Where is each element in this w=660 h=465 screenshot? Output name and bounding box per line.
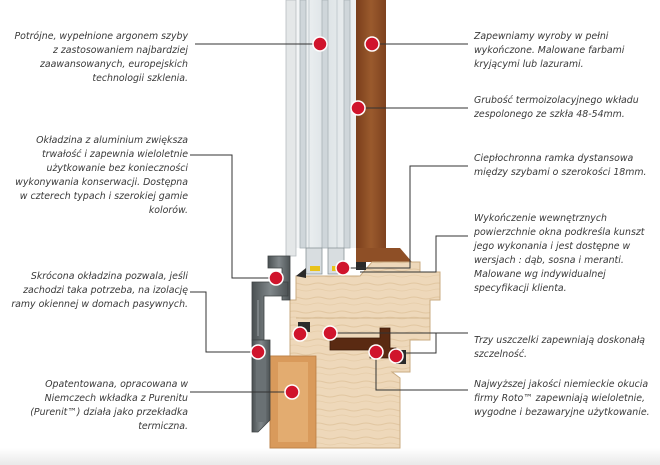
marker-spacer [335,260,351,276]
marker-paint [364,36,380,52]
interior-wood-sash [356,0,412,262]
outer-bead [285,0,297,257]
caption-purenit: Opatentowana, opracowana w Niemczech wkł… [30,379,188,432]
caption-interior-finish: Wykończenie wewnętrznych powierzchnie ok… [474,213,645,294]
caption-gaskets: Trzy uszczelki zapewniają doskonałą szcz… [474,335,646,360]
caption-aluminium-cladding: Okładzina z aluminium zwiększa trwałość … [15,135,188,216]
purenit-insert-inner [278,362,308,442]
marker-gasket-1 [292,326,308,342]
leader-lines [190,43,468,393]
bottom-shadow [0,448,660,465]
marker-short-cladding [250,344,266,360]
caption-paint-finish: Zapewniamy wyroby w pełni wykończone. Ma… [474,31,625,70]
caption-glass: Potrójne, wypełnione argonem szyby z zas… [14,31,189,84]
marker-gasket-3 [388,348,404,364]
marker-gasket-2 [322,325,338,341]
marker-roto [368,344,384,360]
caption-short-cladding: Skrócona okładzina pozwala, jeśli zachod… [11,271,188,310]
caption-spacer-frame: Ciepłochronna ramka dystansowa między sz… [474,153,647,178]
glass-panes [296,0,356,249]
caption-glass-thickness: Grubość termoizolacyjnego wkładu zespolo… [474,95,639,120]
caption-roto-hardware: Najwyższej jakości niemieckie okucia fir… [474,379,650,418]
markers [250,36,404,400]
marker-purenit [284,384,300,400]
marker-glass [312,36,328,52]
marker-aluminium [268,270,284,286]
marker-thickness [350,100,366,116]
aluminium-cladding [251,255,291,433]
